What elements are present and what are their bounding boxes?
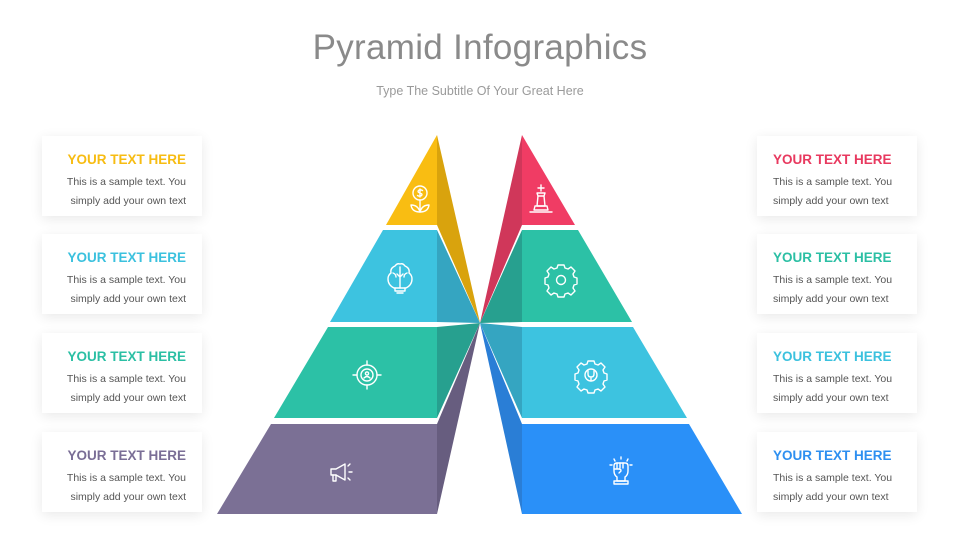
card-text: This is a sample text. You simply add you… [67, 469, 186, 507]
right-tier-4-side [480, 323, 522, 514]
left-tier-3 [274, 327, 437, 418]
card-heading: YOUR TEXT HERE [773, 250, 892, 265]
left-card-4: YOUR TEXT HERE This is a sample text. Yo… [42, 432, 202, 512]
right-tier-1-side [480, 135, 522, 323]
card-text-line: simply add your own text [70, 392, 186, 404]
left-card-1: YOUR TEXT HERE This is a sample text. Yo… [42, 136, 202, 216]
left-tier-4 [217, 424, 437, 514]
left-card-3: YOUR TEXT HERE This is a sample text. Yo… [42, 333, 202, 413]
card-heading: YOUR TEXT HERE [773, 152, 892, 167]
brain-lightbulb-icon [387, 263, 413, 294]
left-pyramid [217, 135, 480, 514]
card-heading: YOUR TEXT HERE [67, 250, 186, 265]
card-text: This is a sample text. You simply add you… [773, 370, 892, 408]
left-card-2: YOUR TEXT HERE This is a sample text. Yo… [42, 234, 202, 314]
card-text: This is a sample text. You simply add you… [773, 173, 892, 211]
card-text-line: simply add your own text [70, 195, 186, 207]
card-text: This is a sample text. You simply add you… [67, 271, 186, 309]
gear-icon [544, 264, 578, 298]
right-tier-4 [522, 424, 742, 514]
left-tier-2 [330, 230, 437, 322]
card-text-line: simply add your own text [773, 195, 889, 207]
right-card-2: YOUR TEXT HERE This is a sample text. Yo… [757, 234, 917, 314]
right-tier-2-side [480, 230, 522, 323]
raised-fist-icon [609, 456, 633, 485]
megaphone-icon [330, 463, 353, 482]
card-text: This is a sample text. You simply add you… [773, 271, 892, 309]
left-tier-4-side [437, 323, 480, 514]
card-text-line: simply add your own text [773, 293, 889, 305]
right-tier-1 [522, 135, 575, 225]
right-card-1: YOUR TEXT HERE This is a sample text. Yo… [757, 136, 917, 216]
right-tier-3-side [480, 323, 522, 418]
card-text: This is a sample text. You simply add you… [67, 173, 186, 211]
card-heading: YOUR TEXT HERE [67, 349, 186, 364]
target-person-icon [352, 360, 382, 390]
page-subtitle: Type The Subtitle Of Your Great Here [376, 84, 584, 98]
card-heading: YOUR TEXT HERE [67, 448, 186, 463]
card-text: This is a sample text. You simply add you… [773, 469, 892, 507]
card-text-line: simply add your own text [70, 293, 186, 305]
card-text-line: This is a sample text. You [773, 274, 893, 286]
card-heading: YOUR TEXT HERE [67, 152, 186, 167]
left-tier-1 [386, 135, 437, 225]
card-text-line: This is a sample text. You [66, 472, 186, 484]
card-text: This is a sample text. You simply add you… [67, 370, 186, 408]
left-tier-2-side [437, 230, 480, 323]
page-title: Pyramid Infographics [312, 28, 648, 67]
chess-king-icon [529, 184, 553, 213]
gear-wrench-icon [574, 360, 608, 394]
left-tier-1-side [437, 135, 480, 323]
card-text-line: This is a sample text. You [773, 176, 893, 188]
card-text-line: This is a sample text. You [66, 373, 186, 385]
card-heading: YOUR TEXT HERE [773, 349, 892, 364]
card-text-line: simply add your own text [70, 491, 186, 503]
right-tier-2 [522, 230, 632, 322]
card-text-line: This is a sample text. You [66, 274, 186, 286]
right-card-4: YOUR TEXT HERE This is a sample text. Yo… [757, 432, 917, 512]
card-text-line: simply add your own text [773, 392, 889, 404]
card-heading: YOUR TEXT HERE [773, 448, 892, 463]
left-tier-3-side [437, 323, 480, 418]
money-plant-icon [410, 185, 430, 213]
right-card-3: YOUR TEXT HERE This is a sample text. Yo… [757, 333, 917, 413]
card-text-line: This is a sample text. You [66, 176, 186, 188]
card-text-line: This is a sample text. You [773, 472, 893, 484]
card-text-line: This is a sample text. You [773, 373, 893, 385]
right-pyramid [480, 135, 742, 514]
card-text-line: simply add your own text [773, 491, 889, 503]
